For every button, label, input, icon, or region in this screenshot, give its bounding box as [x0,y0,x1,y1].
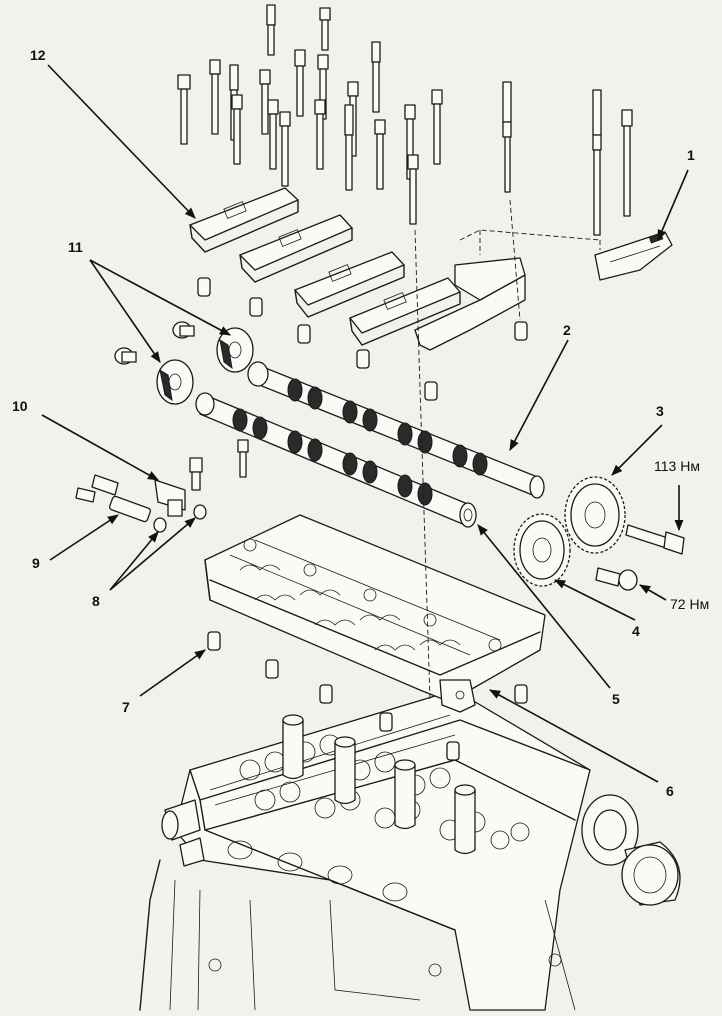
callout-1: 1 [687,147,695,163]
callout-9: 9 [32,555,40,571]
sprocket-bolt-113 [625,524,685,555]
cam-sprocket-4 [513,513,571,587]
oil-filter-9 [75,474,151,523]
cam-plates-11 [114,321,254,405]
spark-plug-tubes [282,714,476,855]
callout-7: 7 [122,699,130,715]
torque-label-72: 72 Нм [670,596,710,612]
leader-lines [41,64,689,783]
cap-bolts [177,4,633,236]
vtc-solenoid-10 [154,457,203,517]
camshaft-5 [195,392,477,528]
washers-8 [153,504,207,533]
dowel-pins [197,277,528,761]
tensioner-pulley [581,794,681,906]
callout-5: 5 [612,691,620,707]
camshaft-caps [189,187,526,351]
callout-12: 12 [30,47,46,63]
sprocket-bolt-72 [595,567,638,591]
callout-2: 2 [563,322,571,338]
callout-3: 3 [656,403,664,419]
callout-4: 4 [632,623,640,639]
bolt-near-head [237,439,249,478]
callout-10: 10 [12,398,28,414]
cylinder-head [139,689,681,1011]
callout-8: 8 [92,593,100,609]
camshaft-holder [204,514,546,713]
torque-label-113: 113 Нм [654,458,700,474]
bracket-1 [594,231,673,281]
camshaft-2 [247,361,545,499]
callout-11: 11 [68,239,83,255]
cam-sprocket-3 [564,476,626,554]
callout-6: 6 [666,783,674,799]
